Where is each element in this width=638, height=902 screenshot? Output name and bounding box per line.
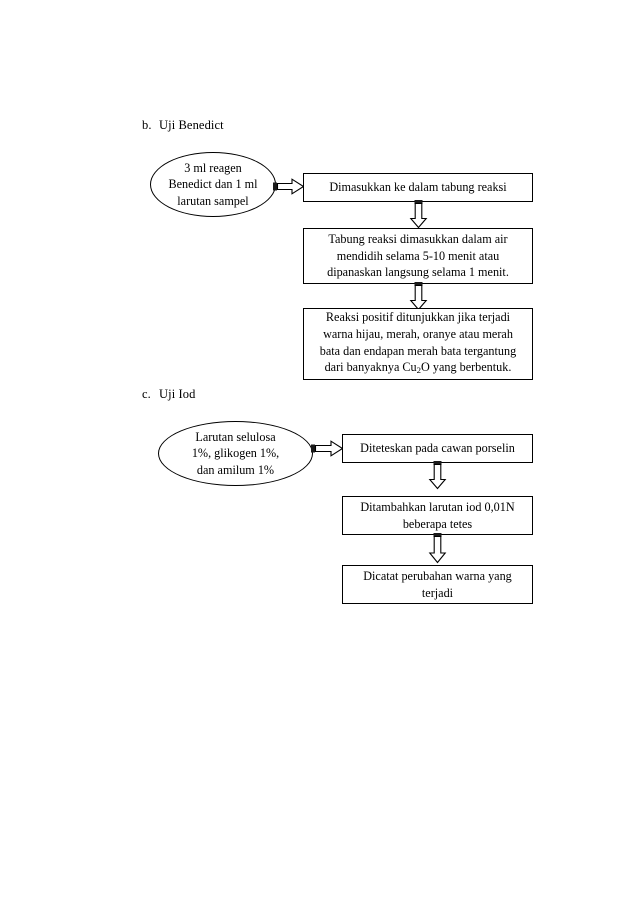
benedict-3-line-2: warna hijau, merah, oranye atau merah (323, 326, 513, 341)
benedict-3-line-4-text: dari banyaknya Cu2O yang berbentuk. (324, 360, 512, 376)
start-iod-line-3: dan amilum 1% (196, 462, 275, 477)
section-marker-c: c. (142, 387, 151, 401)
benedict-3-line-4: dari banyaknya Cu2O yang berbentuk. (310, 359, 526, 379)
flow-step-benedict-3: Reaksi positif ditunjukkan jika terjadi … (303, 308, 533, 380)
start-benedict-line-2: Benedict dan 1 ml (168, 177, 258, 192)
connector-arrow-down-iod-2 (428, 533, 447, 564)
flow-start-benedict: 3 ml reagen Benedict dan 1 ml larutan sa… (150, 152, 276, 217)
benedict-2-line-3: dipanaskan langsung selama 1 menit. (327, 265, 509, 280)
flow-start-iod: Larutan selulosa 1%, glikogen 1%, dan am… (158, 421, 313, 486)
flow-step-benedict-2: Tabung reaksi dimasukkan dalam air mendi… (303, 228, 533, 284)
connector-arrow-right-iod (311, 440, 344, 457)
iod-2-line-2: beberapa tetes (402, 516, 473, 531)
connector-arrow-down-benedict-2 (409, 282, 428, 311)
benedict-2-line-2: mendidih selama 5-10 menit atau (336, 248, 500, 263)
flow-step-iod-2: Ditambahkan larutan iod 0,01N beberapa t… (342, 496, 533, 535)
flow-step-iod-3-text: Dicatat perubahan warna yang terjadi (343, 568, 532, 602)
benedict-3-line-3: bata dan endapan merah bata tergantung (319, 343, 517, 358)
flow-step-iod-3: Dicatat perubahan warna yang terjadi (342, 565, 533, 604)
benedict-2-line-1: Tabung reaksi dimasukkan dalam air (328, 231, 508, 246)
section-title-b: Uji Benedict (159, 118, 224, 132)
flow-step-benedict-3-text: Reaksi positif ditunjukkan jika terjadi … (304, 309, 532, 379)
start-benedict-line-1: 3 ml reagen (184, 160, 242, 175)
start-benedict-line-3: larutan sampel (177, 193, 249, 208)
flow-step-iod-2-text: Ditambahkan larutan iod 0,01N beberapa t… (343, 499, 532, 533)
start-iod-line-1: Larutan selulosa (195, 429, 276, 444)
section-heading-uji-iod: c. Uji Iod (142, 387, 195, 401)
section-title-c: Uji Iod (159, 387, 196, 401)
flow-start-benedict-text: 3 ml reagen Benedict dan 1 ml larutan sa… (156, 160, 269, 210)
iod-3-line-2: terjadi (421, 585, 454, 600)
connector-arrow-right-benedict (273, 178, 305, 195)
start-iod-line-2: 1%, glikogen 1%, (191, 446, 280, 461)
benedict-1-line-1: Dimasukkan ke dalam tabung reaksi (329, 180, 507, 195)
section-heading-uji-benedict: b. Uji Benedict (142, 118, 224, 132)
flow-step-benedict-2-text: Tabung reaksi dimasukkan dalam air mendi… (304, 231, 532, 281)
flow-step-benedict-1-text: Dimasukkan ke dalam tabung reaksi (304, 179, 532, 196)
iod-3-line-1: Dicatat perubahan warna yang (363, 568, 512, 583)
benedict-3-line-1: Reaksi positif ditunjukkan jika terjadi (325, 309, 511, 324)
iod-1-line-1: Diteteskan pada cawan porselin (360, 441, 515, 456)
flow-step-iod-1: Diteteskan pada cawan porselin (342, 434, 533, 463)
flow-start-iod-text: Larutan selulosa 1%, glikogen 1%, dan am… (180, 429, 291, 479)
connector-arrow-down-iod-1 (428, 461, 447, 490)
iod-2-line-1: Ditambahkan larutan iod 0,01N (360, 499, 515, 514)
flow-step-benedict-1: Dimasukkan ke dalam tabung reaksi (303, 173, 533, 202)
section-marker-b: b. (142, 118, 152, 132)
connector-arrow-down-benedict-1 (409, 200, 428, 229)
flow-step-iod-1-text: Diteteskan pada cawan porselin (343, 440, 532, 457)
